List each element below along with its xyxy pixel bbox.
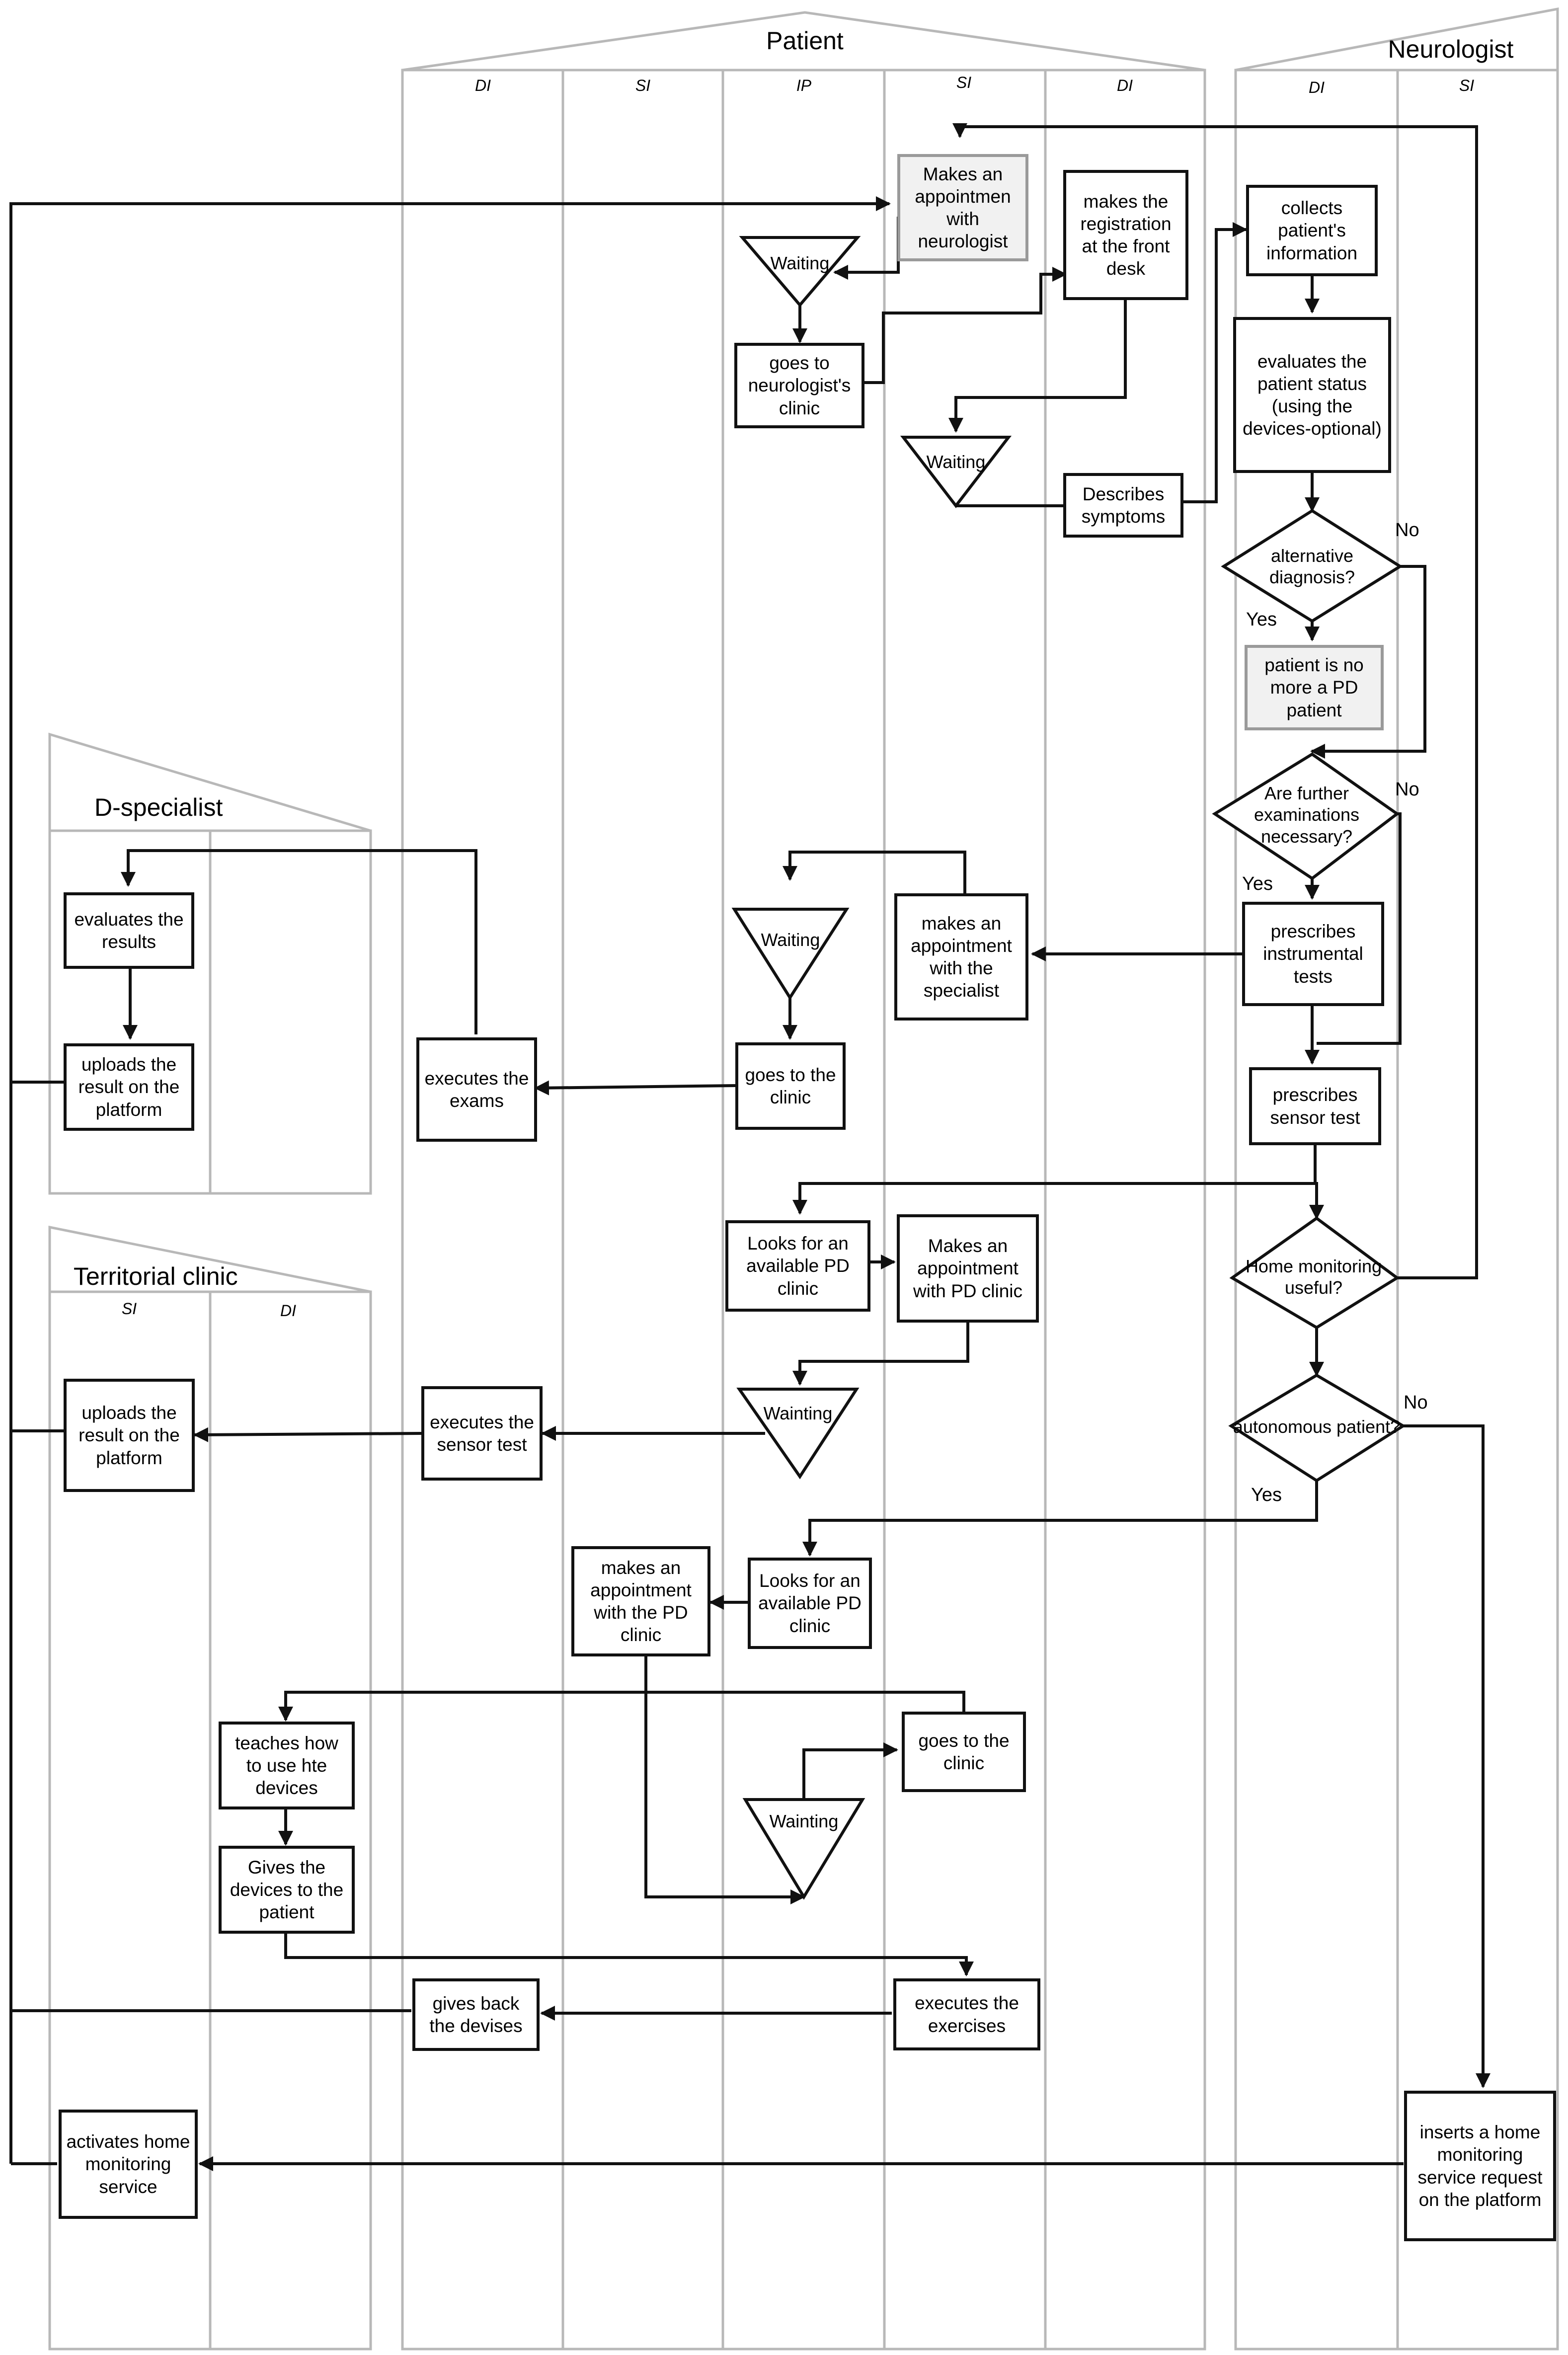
- makes-appointment-specialist-box: makes an appointment with the specialist: [894, 893, 1028, 1020]
- flow-connector: [864, 267, 1067, 384]
- waiting-triangle-3: [731, 908, 850, 1001]
- executes-exercises-box: executes the exercises: [893, 1978, 1040, 2050]
- evaluates-results-box: evaluates the results: [64, 892, 194, 969]
- inserts-home-monitoring-request-box: inserts a home monitoring service reques…: [1404, 2091, 1556, 2241]
- waiting-triangle-5: [742, 1798, 865, 1900]
- makes-appointment-neurologist-box: Makes an appointmen with neurologist: [897, 154, 1028, 261]
- no-label: No: [1395, 779, 1419, 800]
- prescribes-sensor-test-box: prescribes sensor test: [1249, 1067, 1381, 1145]
- looks-for-pd-clinic-box: Looks for an available PD clinic: [748, 1558, 872, 1649]
- flow-connector: [9, 196, 891, 2164]
- executes-sensor-test-box: executes the sensor test: [421, 1386, 543, 1481]
- describes-symptoms-box: Describes symptoms: [1063, 473, 1183, 538]
- goes-to-clinic-box: goes to the clinic: [735, 1042, 846, 1130]
- flow-connector: [121, 849, 477, 1034]
- home-monitoring-useful-label: Home monitoring useful?: [1245, 1256, 1382, 1298]
- flow-connector: [792, 1182, 1315, 1215]
- registration-front-desk-box: makes the registration at the front desk: [1063, 170, 1188, 300]
- evaluates-patient-status-box: evaluates the patient status (using the …: [1233, 317, 1391, 473]
- looks-for-pd-clinic-box: Looks for an available PD clinic: [725, 1220, 870, 1312]
- uploads-result-specialist-box: uploads the result on the platform: [64, 1043, 194, 1131]
- alternative-diagnosis-label: alternative diagnosis?: [1269, 545, 1355, 587]
- flow-connector: [952, 123, 1478, 1279]
- lane-header: SI: [121, 1300, 137, 1318]
- gives-devices-box: Gives the devices to the patient: [219, 1846, 355, 1934]
- further-examinations-decision: [1212, 752, 1400, 880]
- yes-label: Yes: [1242, 873, 1273, 895]
- flow-connector: [1183, 222, 1248, 503]
- uploads-result-territorial-box: uploads the result on the platform: [64, 1379, 195, 1492]
- patient-pool-frame: [401, 69, 1206, 2351]
- flow-connector: [1403, 1424, 1490, 2088]
- executes-exams-box: executes the exams: [416, 1037, 537, 1142]
- prescribes-instrumental-tests-box: prescribes instrumental tests: [1242, 902, 1384, 1006]
- lane-header: SI: [1459, 77, 1475, 95]
- alternative-diagnosis-decision: [1221, 509, 1403, 623]
- d-specialist-pool-title: D-specialist: [94, 793, 223, 821]
- flow-connector: [278, 1691, 965, 1722]
- no-label: No: [1404, 1392, 1428, 1413]
- lane-header: DI: [1309, 78, 1325, 97]
- territorial-clinic-pool-title: Territorial clinic: [74, 1262, 238, 1290]
- waiting-label: Waiting: [761, 930, 820, 950]
- neurologist-pool-title: Neurologist: [1388, 35, 1514, 63]
- activates-home-monitoring-box: activates home monitoring service: [59, 2110, 198, 2219]
- makes-appointment-pd-clinic-box: Makes an appointment with PD clinic: [897, 1214, 1039, 1323]
- goes-to-clinic-box: goes to the clinic: [902, 1712, 1026, 1792]
- collects-patient-info-box: collects patient's information: [1246, 185, 1378, 276]
- waiting-label: Wainting: [769, 1811, 839, 1832]
- waiting-label: Waiting: [926, 452, 986, 472]
- waiting-triangle-2: [900, 436, 1012, 508]
- waiting-triangle-4: [736, 1388, 860, 1480]
- flow-connector: [1310, 565, 1426, 759]
- goes-to-neurologist-clinic-box: goes to neurologist's clinic: [734, 343, 864, 428]
- further-examinations-label: Are further examinations necessary?: [1254, 783, 1360, 847]
- teaches-devices-box: teaches how to use hte devices: [219, 1722, 355, 1809]
- flow-connector: [783, 851, 966, 893]
- lane-header: DI: [280, 1302, 296, 1320]
- waiting-triangle-1: [739, 236, 861, 308]
- patient-pool-title: Patient: [766, 26, 844, 55]
- waiting-label: Wainting: [763, 1403, 833, 1424]
- autonomous-patient-label: autonomous patient?: [1233, 1416, 1401, 1437]
- flow-connector: [802, 1481, 1318, 1557]
- gives-back-devices-box: gives back the devises: [412, 1978, 540, 2051]
- flow-connector: [1309, 1145, 1324, 1220]
- flow-connector: [644, 1653, 805, 1904]
- flow-connector: [193, 1427, 422, 1442]
- home-monitoring-decision: [1229, 1216, 1400, 1330]
- flow-connector: [284, 1934, 974, 1976]
- makes-appointment-pd-clinic-box: makes an appointment with the PD clinic: [571, 1546, 710, 1656]
- lane-header: SI: [956, 74, 972, 92]
- yes-label: Yes: [1246, 609, 1277, 630]
- lane-header: DI: [475, 77, 491, 95]
- lane-header: DI: [1117, 77, 1133, 95]
- lane-header: IP: [796, 77, 812, 95]
- flow-connector: [792, 1323, 969, 1386]
- flow-connector: [948, 300, 1127, 433]
- not-pd-patient-box: patient is no more a PD patient: [1245, 645, 1384, 730]
- yes-label: Yes: [1251, 1485, 1282, 1506]
- lane-header: SI: [635, 77, 651, 95]
- autonomous-patient-decision: [1228, 1373, 1406, 1483]
- flow-connector: [534, 1080, 736, 1096]
- waiting-label: Waiting: [770, 253, 830, 274]
- no-label: No: [1395, 520, 1419, 541]
